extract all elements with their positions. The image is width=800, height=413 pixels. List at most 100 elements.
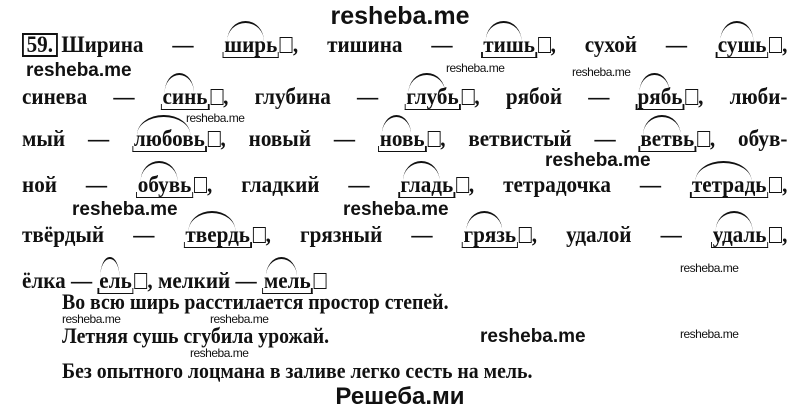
word-analysis: удаль [710, 211, 783, 248]
word-base: обувь [135, 161, 194, 198]
word-base: грязь [461, 211, 518, 248]
exercise-line: ёлка — ель, мелкий — мель [22, 257, 327, 294]
site-footer: Решеба.ми [335, 383, 465, 410]
text: твёрдый — [22, 222, 184, 247]
word-base: ель [97, 257, 134, 294]
word-suffix-letter: ь [193, 126, 205, 151]
word-analysis: ветвь [638, 115, 710, 152]
word-root: тетрад [691, 161, 756, 197]
word-suffix-letter: ь [238, 222, 250, 247]
word-base: твердь [183, 211, 253, 248]
word-suffix-letter: ь [196, 84, 208, 109]
exercise-line: ной — обувь, гладкий — гладь, тетрадочка… [22, 161, 788, 198]
sentence: Летняя сушь сгубила урожай. [62, 323, 330, 348]
text: ёлка — [22, 268, 98, 293]
null-ending-box [194, 177, 208, 193]
null-ending-box [455, 177, 469, 193]
exercise-number: 59. [22, 33, 58, 57]
word-root: шир [224, 21, 267, 57]
word-suffix-letter: ь [755, 32, 767, 57]
watermark: resheba.me [480, 326, 586, 347]
null-ending-box [518, 227, 532, 243]
text: , глубина — [223, 84, 405, 109]
null-ending-box [461, 89, 475, 105]
text: , [782, 172, 788, 197]
word-suffix-letter: ь [504, 222, 517, 247]
null-ending-box [427, 131, 441, 147]
word-analysis: твердь [183, 211, 266, 248]
sentence: Без опытного лоцмана в заливе легко сест… [62, 358, 533, 383]
site-header: resheba.me [330, 2, 470, 30]
text: , удалой — [531, 222, 711, 247]
null-ending-box [134, 273, 148, 289]
word-suffix-letter: ь [683, 126, 695, 151]
text: , грязный — [265, 222, 462, 247]
text: мый — [22, 126, 132, 151]
text: , гладкий — [207, 172, 399, 197]
word-analysis: мель [262, 257, 327, 294]
word-analysis: ширь [222, 21, 293, 58]
text: , тишина — [292, 32, 482, 57]
word-suffix-letter: ь [442, 172, 454, 197]
word-root: любов [133, 115, 194, 151]
text: Ширина — [61, 32, 223, 57]
word-base: тетрадь [689, 161, 769, 198]
text: ной — [22, 172, 136, 197]
word-root: гряз [463, 211, 505, 247]
word-root: тверд [185, 211, 239, 247]
word-suffix-letter: ь [671, 84, 683, 109]
text: , сухой — [550, 32, 716, 57]
word-base: любовь [131, 115, 207, 152]
null-ending-box [769, 177, 783, 193]
text: , новый — [220, 126, 378, 151]
null-ending-box [537, 37, 551, 53]
word-suffix-letter: ь [523, 32, 535, 57]
word-root: глуб [406, 73, 448, 109]
word-base: рябь [635, 73, 685, 110]
word-root: удал [712, 211, 756, 247]
null-ending-box [207, 131, 221, 147]
text: , мелкий — [147, 268, 263, 293]
word-root: ветв [640, 115, 684, 151]
watermark: resheba.me [62, 312, 121, 326]
word-base: новь [377, 115, 427, 152]
word-root: мел [263, 257, 300, 293]
word-root: нов [379, 115, 414, 151]
watermark: resheba.me [680, 327, 739, 341]
word-suffix-letter: ь [266, 32, 278, 57]
word-root: обув [137, 161, 181, 197]
word-analysis: обувь [135, 161, 208, 198]
word-base: удаль [710, 211, 769, 248]
word-suffix-letter: ь [447, 84, 459, 109]
text: , тетрадочка — [468, 172, 690, 197]
null-ending-box [252, 227, 266, 243]
word-analysis: синь [160, 73, 224, 110]
word-analysis: гладь [398, 161, 469, 198]
word-base: ширь [222, 21, 280, 58]
word-suffix-letter: ь [180, 172, 192, 197]
word-base: гладь [398, 161, 456, 198]
word-analysis: новь [377, 115, 441, 152]
word-root: ряб [637, 73, 672, 109]
watermark: resheba.me [446, 61, 505, 75]
word-base: сушь [715, 21, 769, 58]
null-ending-box [769, 37, 783, 53]
watermark: resheba.me [26, 60, 132, 81]
text: , [782, 32, 788, 57]
exercise-line: твёрдый — твердь, грязный — грязь, удало… [22, 211, 787, 248]
word-analysis: тишь [481, 21, 551, 58]
null-ending-box [685, 89, 699, 105]
watermark: resheba.me [210, 312, 269, 326]
word-suffix-letter: ь [120, 268, 132, 293]
text: , люби- [698, 84, 788, 109]
word-analysis: ель [97, 257, 148, 294]
word-root: тиш [483, 21, 524, 57]
word-analysis: тетрадь [689, 161, 783, 198]
word-analysis: любовь [131, 115, 221, 152]
watermark: resheba.me [545, 150, 651, 171]
word-analysis: глубь [404, 73, 475, 110]
watermark: resheba.me [190, 346, 249, 360]
word-root: син [162, 73, 197, 109]
word-suffix-letter: ь [413, 126, 425, 151]
word-analysis: рябь [635, 73, 699, 110]
